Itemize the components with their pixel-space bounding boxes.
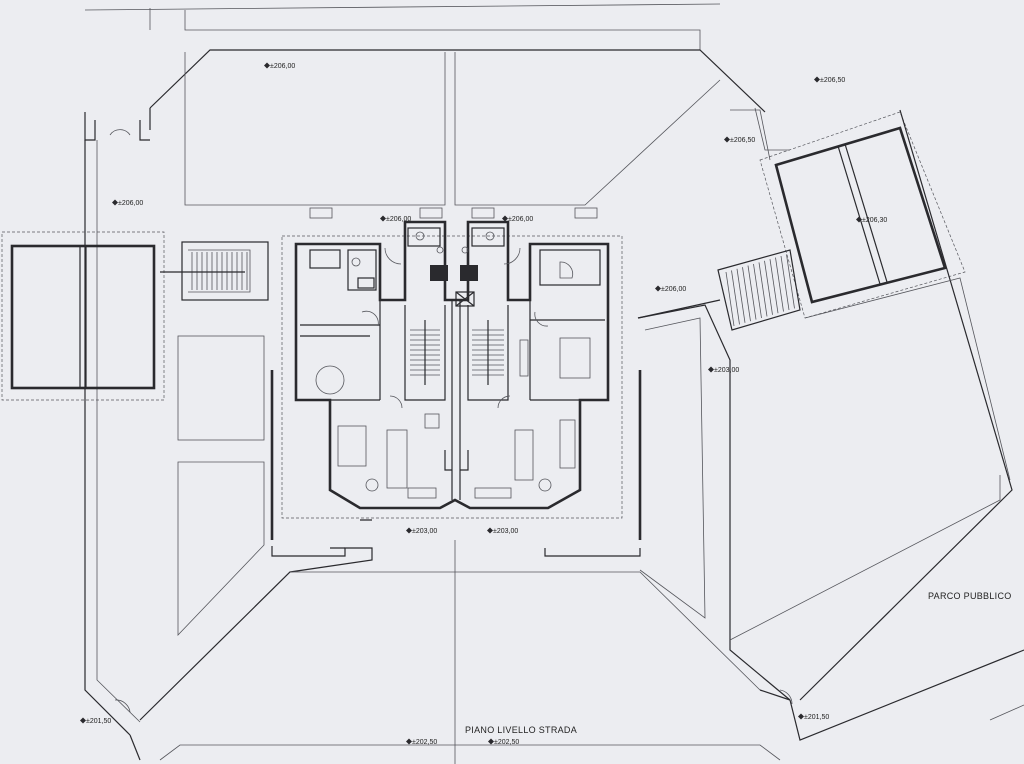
elevation-marker-icon [708, 366, 714, 373]
stair-tread [769, 259, 779, 314]
elevation-e15: ±202,50 [494, 739, 519, 746]
stair-tread [786, 254, 795, 309]
stair-tread [725, 271, 735, 327]
elevation-e4: ±206,00 [118, 200, 143, 207]
elevation-marker-icon [487, 527, 493, 534]
elevation-e5: ±206,00 [386, 216, 411, 223]
upper-garden-lots [84, 49, 766, 736]
elevation-e7: ±206,30 [862, 217, 887, 224]
elevation-marker-icon [406, 738, 412, 745]
elevation-e3: ±206,50 [730, 137, 755, 144]
elevation-marker-icon [502, 215, 508, 222]
elevation-e8: ±206,00 [661, 286, 686, 293]
elevation-marker-icon [380, 215, 386, 222]
plan-title: PIANO LIVELLO STRADA [465, 725, 577, 735]
elevation-marker-icon [724, 136, 730, 143]
elevation-e12: ±201,50 [86, 718, 111, 725]
elevation-marker-icon [655, 285, 661, 292]
stair-tread [758, 262, 768, 317]
park-label: PARCO PUBBLICO [928, 591, 1012, 601]
left-garage [1, 231, 165, 401]
stair-tread [731, 270, 740, 325]
lower-garden-lots [114, 540, 793, 764]
elevation-e14: ±202,50 [412, 739, 437, 746]
elevation-marker-icon [264, 62, 270, 69]
elevation-e9: ±203,00 [714, 367, 739, 374]
elevation-marker-icon [798, 713, 804, 720]
elevation-marker-icon [112, 199, 118, 206]
elevation-e1: ±206,00 [270, 63, 295, 70]
site-boundary [84, 3, 721, 50]
stair-tread [764, 260, 773, 315]
elevation-marker-icon [488, 738, 494, 745]
elevation-marker-icon [80, 717, 86, 724]
elevation-marker-icon [856, 216, 862, 223]
stair-tread [753, 263, 762, 319]
elevation-e10: ±203,00 [412, 528, 437, 535]
stair-tread [780, 255, 790, 311]
stair-tread [742, 267, 751, 322]
elevation-e6: ±206,00 [508, 216, 533, 223]
stair-tread [736, 268, 746, 323]
elevation-marker-icon [406, 527, 412, 534]
elevation-e13: ±201,50 [804, 714, 829, 721]
stair-tread [775, 257, 784, 312]
elevation-marker-icon [814, 76, 820, 83]
elevation-markers [80, 62, 862, 745]
left-side-lots [177, 335, 265, 636]
elevation-e2: ±206,50 [820, 77, 845, 84]
elevation-e11: ±203,00 [493, 528, 518, 535]
left-stair [160, 241, 269, 301]
right-garage [730, 107, 966, 319]
stair-tread [747, 265, 757, 320]
main-building [270, 207, 642, 549]
right-terraces [637, 109, 1024, 741]
